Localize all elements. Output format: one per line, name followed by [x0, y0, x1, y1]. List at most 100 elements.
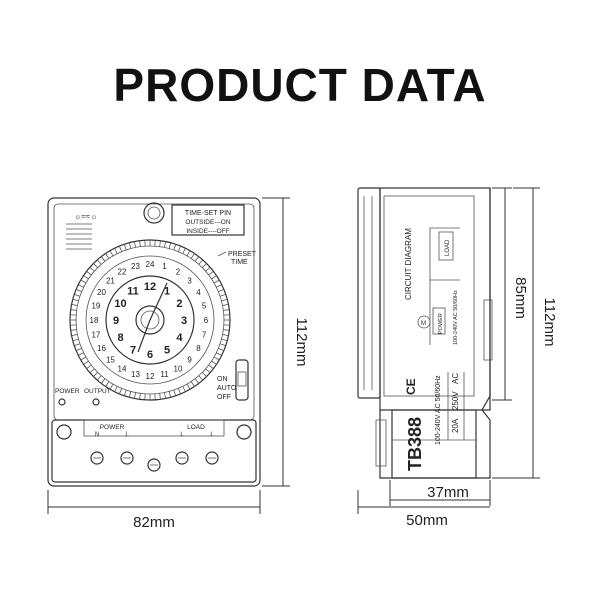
time-set-pin[interactable]: [218, 289, 225, 293]
time-set-pin[interactable]: [72, 338, 79, 342]
time-set-pin[interactable]: [139, 393, 141, 400]
time-set-pin[interactable]: [78, 352, 84, 356]
time-set-pin[interactable]: [186, 383, 191, 390]
time-set-pin[interactable]: [221, 338, 228, 342]
mode-switch[interactable]: [235, 359, 249, 401]
time-set-pin[interactable]: [123, 389, 127, 396]
time-set-pin[interactable]: [198, 259, 204, 265]
time-set-pin[interactable]: [223, 309, 230, 311]
time-set-pin[interactable]: [194, 256, 200, 262]
time-set-pin[interactable]: [208, 364, 214, 370]
time-set-pin[interactable]: [177, 388, 181, 395]
time-set-pin[interactable]: [173, 389, 177, 396]
time-set-pin[interactable]: [100, 256, 106, 262]
time-set-pin[interactable]: [159, 240, 161, 247]
side-inner-width-dimension: 37mm: [389, 480, 491, 506]
terminal-block: [51, 419, 257, 483]
time-set-pin[interactable]: [128, 242, 132, 249]
time-set-pin[interactable]: [119, 388, 123, 395]
time-set-pin[interactable]: [93, 372, 98, 377]
time-set-pin[interactable]: [134, 392, 136, 399]
time-set-pin[interactable]: [194, 378, 200, 384]
hour-hand: [149, 282, 168, 321]
time-set-pin[interactable]: [105, 253, 110, 259]
time-set-pin[interactable]: [190, 381, 195, 387]
time-set-pin[interactable]: [89, 266, 95, 272]
time-set-pin[interactable]: [100, 378, 106, 384]
time-set-pin[interactable]: [80, 279, 87, 284]
time-set-pin[interactable]: [93, 263, 98, 268]
time-set-pin[interactable]: [216, 284, 222, 288]
time-set-pin[interactable]: [219, 343, 226, 347]
time-set-pin[interactable]: [190, 253, 195, 259]
time-set-pin[interactable]: [168, 242, 172, 249]
voltage-small: 100-240V AC 50/60Hz: [453, 290, 459, 345]
time-set-pin[interactable]: [173, 244, 177, 251]
time-set-pin[interactable]: [208, 270, 214, 276]
time-set-pin[interactable]: [211, 360, 217, 365]
time-set-line-3: INSIDE----OFF: [186, 228, 229, 235]
front-view: ☼≈≈☼ TIME-SET PIN OUTSIDE---ON INSIDE---…: [47, 197, 261, 487]
time-set-pin[interactable]: [114, 248, 118, 254]
time-set-pin[interactable]: [72, 298, 79, 302]
load-box: [438, 231, 454, 261]
time-set-pin[interactable]: [70, 329, 77, 331]
time-set-pin[interactable]: [74, 293, 81, 297]
time-set-pin[interactable]: [164, 392, 166, 399]
time-set-pin[interactable]: [223, 329, 230, 331]
time-set-pin[interactable]: [177, 245, 181, 252]
time-set-pin[interactable]: [211, 275, 217, 280]
time-set-pin[interactable]: [75, 289, 82, 293]
time-set-pin[interactable]: [71, 334, 78, 336]
time-set-pin[interactable]: [86, 270, 92, 276]
time-set-pin[interactable]: [182, 248, 186, 254]
time-set-pin[interactable]: [213, 356, 220, 361]
time-set-pin[interactable]: [119, 245, 123, 252]
time-set-pin[interactable]: [123, 244, 127, 251]
time-set-pin[interactable]: [139, 240, 141, 247]
time-set-pin[interactable]: [96, 259, 102, 265]
mount-screw-right: [236, 424, 252, 440]
time-set-pin[interactable]: [168, 391, 172, 398]
time-set-pin[interactable]: [96, 375, 102, 381]
time-set-pin[interactable]: [198, 375, 204, 381]
spec-block: TB388 100-240V AC 50/60Hz CE 20A 250V AC: [404, 372, 465, 471]
time-set-pin[interactable]: [221, 298, 228, 302]
time-set-pin[interactable]: [75, 347, 82, 351]
time-set-pin[interactable]: [83, 275, 89, 280]
time-set-pin[interactable]: [74, 343, 81, 347]
time-set-pin[interactable]: [128, 391, 132, 398]
time-set-pin[interactable]: [159, 393, 161, 400]
time-set-pin[interactable]: [83, 360, 89, 365]
time-set-pin[interactable]: [109, 250, 114, 257]
time-set-pin[interactable]: [86, 364, 92, 370]
time-set-pin[interactable]: [109, 383, 114, 390]
model-label: TB388: [405, 417, 425, 471]
time-set-pin[interactable]: [80, 356, 87, 361]
time-set-pin[interactable]: [134, 241, 136, 248]
time-set-pin[interactable]: [202, 372, 207, 377]
time-set-pin[interactable]: [222, 334, 229, 336]
time-set-pin[interactable]: [219, 293, 226, 297]
time-set-pin[interactable]: [202, 263, 207, 268]
time-set-pin[interactable]: [205, 266, 211, 272]
time-set-pin[interactable]: [222, 304, 229, 306]
time-set-pin[interactable]: [182, 386, 186, 392]
time-set-pin[interactable]: [213, 279, 220, 284]
front-width-dimension: 82mm: [47, 490, 261, 531]
time-set-pin[interactable]: [216, 352, 222, 356]
time-set-pin[interactable]: [105, 381, 110, 387]
set-knob[interactable]: [143, 202, 165, 224]
time-set-pin[interactable]: [71, 304, 78, 306]
time-set-pin[interactable]: [70, 309, 77, 311]
time-set-pin[interactable]: [164, 241, 166, 248]
front-height-dimension: 112mm: [262, 197, 310, 487]
time-set-pin[interactable]: [89, 368, 95, 374]
time-set-pin[interactable]: [78, 284, 84, 288]
time-set-pin[interactable]: [186, 250, 191, 257]
circuit-diagram: CIRCUIT DIAGRAM LOAD M POWER 100-240V AC…: [404, 227, 460, 345]
time-set-pin[interactable]: [205, 368, 211, 374]
time-set-pin[interactable]: [218, 347, 225, 351]
time-set-pin[interactable]: [114, 386, 118, 392]
